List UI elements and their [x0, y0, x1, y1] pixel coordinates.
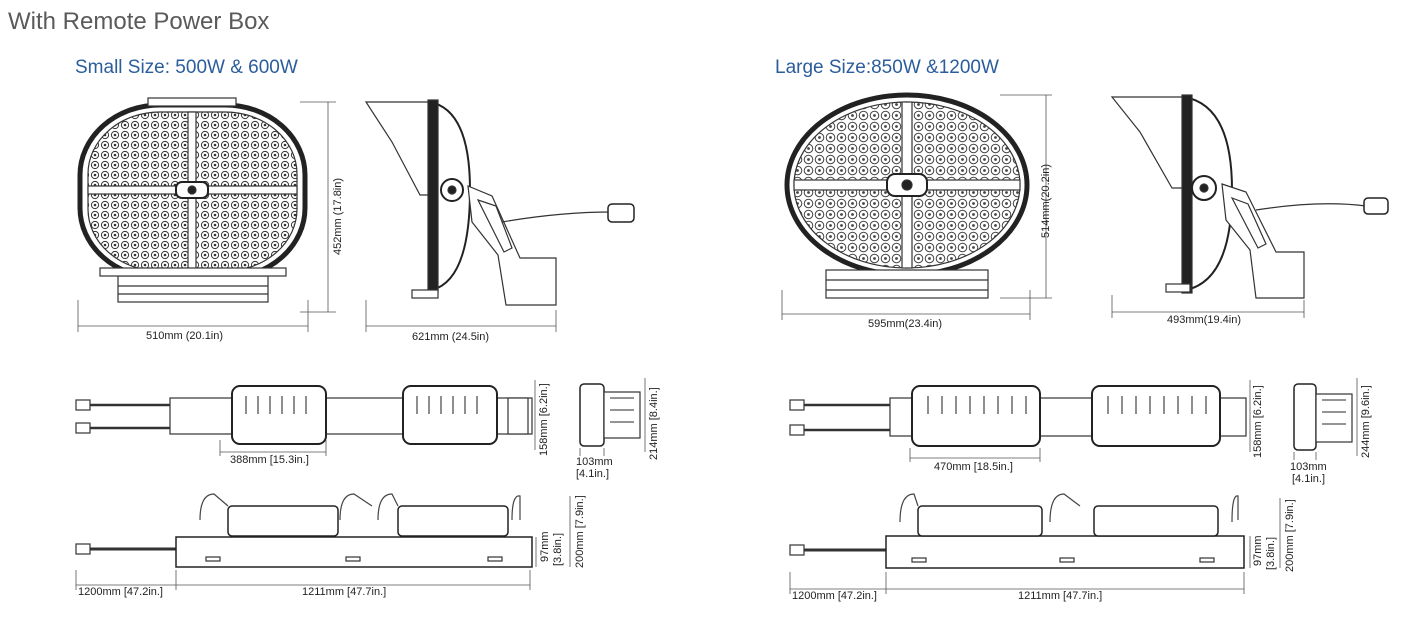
small-rail-height-line2: [3.8in.]: [552, 532, 564, 566]
small-powerbox-side-dimensions: [75, 496, 571, 590]
large-front-width-label: 595mm(23.4in): [868, 318, 942, 330]
small-box-end-width-line1: 103mm: [576, 456, 613, 468]
large-side-dimensions: [1111, 295, 1305, 318]
large-front-view: [784, 92, 1030, 299]
small-side-view: [364, 99, 635, 306]
small-box-length-label: 388mm [15.3in.]: [230, 454, 309, 466]
small-front-view: [77, 97, 308, 303]
large-box-end-width-line1: 103mm: [1290, 461, 1327, 473]
large-powerbox-side-view: [789, 493, 1245, 569]
large-rail-height-line2: [3.8in.]: [1265, 536, 1277, 570]
small-front-height-label: 452mm (17.8in): [332, 177, 344, 255]
small-rail-length-label: 1211mm [47.7in.]: [302, 586, 387, 598]
page-heading: With Remote Power Box: [8, 8, 270, 35]
large-box-length-label: 470mm [18.5in.]: [934, 461, 1013, 473]
small-front-dimensions: [77, 101, 336, 332]
large-front-dimensions: [781, 94, 1052, 320]
small-box-end-height-label: 214mm [8.4in.]: [648, 387, 660, 460]
small-box-end-width-line2: [4.1in.]: [576, 468, 610, 480]
small-rail-height-line1: 97mm: [539, 531, 551, 562]
small-front-width-label: 510mm (20.1in): [146, 330, 224, 342]
small-powerbox-top-dimensions: [219, 378, 646, 456]
large-rail-length-label: 1211mm [47.7in.]: [1018, 590, 1103, 602]
large-powerbox-top-dimensions: [909, 378, 1358, 462]
small-powerbox-end-view: [579, 383, 641, 447]
large-powerbox-top-view: [789, 385, 1247, 447]
large-box-height-label: 158mm [6.2in.]: [1252, 385, 1264, 458]
small-side-depth-label: 621mm (24.5in): [412, 331, 490, 343]
small-cable-length-label: 1200mm [47.2in.]: [78, 586, 163, 598]
large-side-depth-label: 493mm(19.4in): [1167, 314, 1241, 326]
small-powerbox-top-view: [75, 385, 533, 445]
large-powerbox-side-dimensions: [789, 498, 1281, 594]
small-powerbox-side-view: [75, 493, 533, 568]
large-powerbox-end-view: [1293, 383, 1353, 451]
large-rail-height-line1: 97mm: [1252, 535, 1264, 566]
small-box-height-label: 158mm [6.2in.]: [538, 383, 550, 456]
large-total-height-label: 200mm [7.9in.]: [1284, 499, 1296, 572]
large-cable-length-label: 1200mm [47.2in.]: [792, 590, 877, 602]
large-front-height-label: 514mm(20.2in): [1040, 164, 1052, 238]
small-total-height-label: 200mm [7.9in.]: [574, 495, 586, 568]
small-side-dimensions: [365, 300, 557, 332]
large-box-end-height-label: 244mm [9.6in.]: [1360, 385, 1372, 458]
large-size-title: Large Size:850W &1200W: [775, 57, 999, 78]
small-size-title: Small Size: 500W & 600W: [75, 57, 298, 78]
large-box-end-width-line2: [4.1in.]: [1292, 473, 1326, 485]
large-side-view: [1110, 94, 1389, 299]
